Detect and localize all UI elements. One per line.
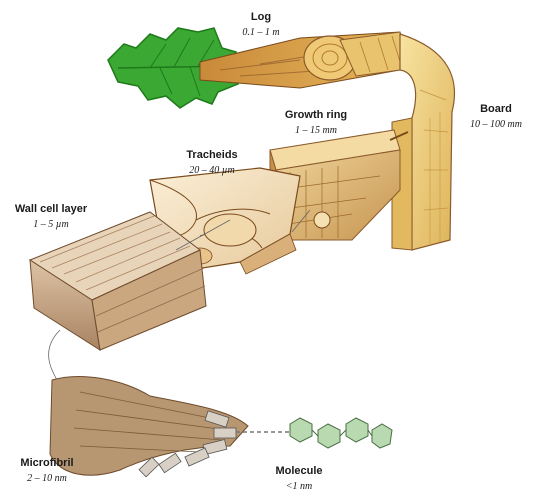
label-growth-ring-range: 1 – 15 mm [276,123,356,138]
label-tracheids: Tracheids 20 – 40 µm [174,148,250,178]
label-molecule: Molecule <1 nm [262,464,336,494]
label-microfibril: Microfibril 2 – 10 nm [12,456,82,486]
label-wall-cell-layer: Wall cell layer 1 – 5 µm [4,202,98,232]
label-growth-ring-name: Growth ring [276,108,356,123]
label-tracheids-range: 20 – 40 µm [174,163,250,178]
label-board-name: Board [460,102,532,117]
label-wall-cell-layer-name: Wall cell layer [4,202,98,217]
microfibril-bundle [50,377,290,477]
label-microfibril-name: Microfibril [12,456,82,471]
label-molecule-name: Molecule [262,464,336,479]
label-log-range: 0.1 – 1 m [226,25,296,40]
label-log-name: Log [226,10,296,25]
label-growth-ring: Growth ring 1 – 15 mm [276,108,356,138]
label-board-range: 10 – 100 mm [460,117,532,132]
label-board: Board 10 – 100 mm [460,102,532,132]
label-tracheids-name: Tracheids [174,148,250,163]
label-wall-cell-layer-range: 1 – 5 µm [4,217,98,232]
label-molecule-range: <1 nm [262,479,336,494]
label-log: Log 0.1 – 1 m [226,10,296,40]
molecule-chain [290,418,392,448]
log [200,32,414,88]
label-microfibril-range: 2 – 10 nm [12,471,82,486]
board [392,34,454,250]
